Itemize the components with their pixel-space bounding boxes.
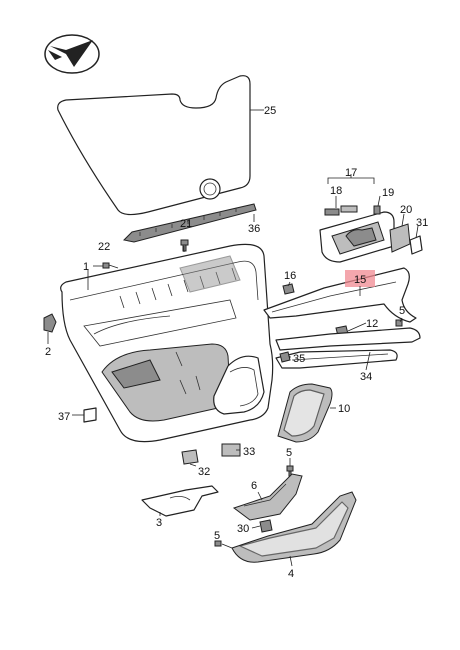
screw-22-icon [102,262,119,269]
callout-21: 21 [180,218,192,230]
callout-32: 32 [198,466,210,478]
callout-22: 22 [98,241,110,253]
screw-21-icon [180,239,189,252]
callout-labels: 25 36 21 22 1 2 37 17 18 19 20 31 16 15 … [45,105,428,580]
callout-6: 6 [251,480,257,492]
callout-33: 33 [243,446,255,458]
callout-17: 17 [345,167,357,179]
arrow-mark-icon [44,34,100,74]
callout-3: 3 [156,517,162,529]
part-10-speaker-grille [277,383,333,443]
callout-10: 10 [338,403,350,415]
part-4-armrest-trim [231,491,357,563]
callout-18: 18 [330,185,342,197]
callout-2: 2 [45,346,51,358]
callout-1: 1 [83,261,89,273]
callout-19: 19 [382,187,394,199]
part-1-door-trim-panel [60,243,274,443]
screw-5-bottom-icon [214,540,222,547]
part-3-bracket [141,485,219,517]
part-31-cover-cap [409,235,423,255]
part-6-bracket [232,473,303,521]
callout-36: 36 [248,223,260,235]
callout-5-upper: 5 [399,305,405,317]
part-25-barrier-sheet [57,75,251,216]
callout-5-lower: 5 [214,530,220,542]
part-30-clip-icon [259,519,273,533]
callout-12: 12 [366,318,378,330]
part-12-trim-strip [275,327,421,351]
callout-35: 35 [293,353,305,365]
callout-16: 16 [284,270,296,282]
callout-25: 25 [264,105,276,117]
callout-34: 34 [360,371,372,383]
part-17-handle-assembly [319,205,395,263]
leader-lines [47,109,419,567]
part-34-trim-strip [275,349,398,369]
callout-15: 15 [354,274,366,286]
part-36-trim-strip [122,203,257,243]
part-32-connector [181,449,199,465]
callout-5-mid: 5 [286,447,292,459]
part-2-clip-icon [43,313,57,333]
callout-4: 4 [288,568,294,580]
callout-15-highlight [345,270,375,287]
callout-30: 30 [237,523,249,535]
screw-5-icon [395,319,403,327]
callout-37: 37 [58,411,70,423]
callout-20: 20 [400,204,412,216]
callout-31: 31 [416,217,428,229]
part-37-bracket [83,407,97,423]
part-35-clip-icon [279,351,291,363]
